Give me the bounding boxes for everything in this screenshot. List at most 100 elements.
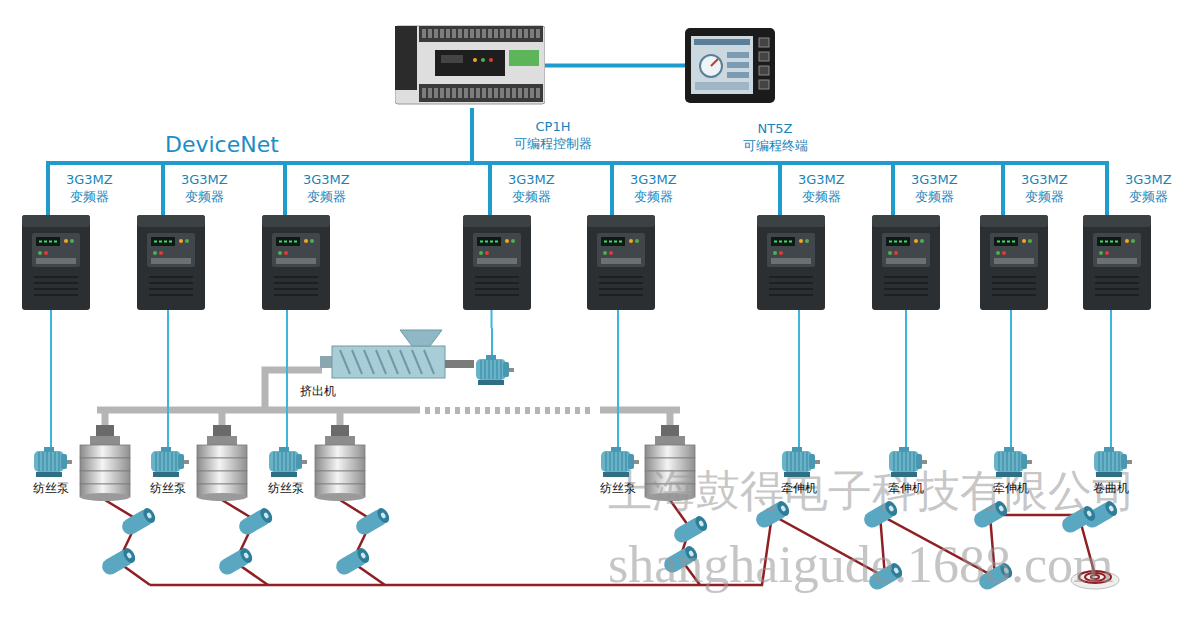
device-label: 变频器 xyxy=(303,188,350,205)
label-block: 3G3MZ变频器 xyxy=(66,171,113,205)
motor-node: 牵伸机 xyxy=(985,447,1037,496)
motor-node: 纺丝泵 xyxy=(260,447,312,496)
inverter-node: 3G3MZ变频器 xyxy=(980,215,1048,310)
label-block: 3G3MZ变频器 xyxy=(303,171,350,205)
model-label: 3G3MZ xyxy=(630,171,677,188)
terminal-icon xyxy=(685,28,775,103)
motor-icon xyxy=(1090,447,1132,477)
device-label: 变频器 xyxy=(1125,188,1172,205)
inverter-icon xyxy=(757,215,825,310)
device-label: 可编程控制器 xyxy=(514,135,592,152)
label-block: 3G3MZ变频器 xyxy=(798,171,845,205)
inverter-icon xyxy=(137,215,205,310)
network-cable xyxy=(48,108,472,215)
model-label: 3G3MZ xyxy=(508,171,555,188)
inverter-node: 3G3MZ变频器 xyxy=(22,215,90,310)
network-cable xyxy=(285,108,472,215)
motor-icon xyxy=(990,447,1032,477)
network-cable xyxy=(617,310,619,447)
device-label: 变频器 xyxy=(630,188,677,205)
inverter-icon xyxy=(22,215,90,310)
inverter-node: 3G3MZ变频器 xyxy=(262,215,330,310)
network-cable xyxy=(545,64,685,68)
model-label: 3G3MZ xyxy=(66,171,113,188)
model-label: 3G3MZ xyxy=(181,171,228,188)
inverter-node: 3G3MZ变频器 xyxy=(757,215,825,310)
label-block: 3G3MZ变频器 xyxy=(1125,171,1172,205)
label-block: 3G3MZ变频器 xyxy=(1021,171,1068,205)
machine-label: 牵伸机 xyxy=(888,481,924,496)
motor-node: 纺丝泵 xyxy=(25,447,77,496)
label-block: 挤出机 xyxy=(300,384,336,399)
plc-icon xyxy=(395,20,545,108)
model-label: 3G3MZ xyxy=(1125,171,1172,188)
label-block: 3G3MZ变频器 xyxy=(911,171,958,205)
network-cable xyxy=(1110,310,1112,447)
label-block: 3G3MZ变频器 xyxy=(181,171,228,205)
watermark: shanghaigude.1688.com xyxy=(608,535,1113,595)
plc-node: CP1H可编程控制器 xyxy=(395,20,545,108)
inverter-node: 3G3MZ变频器 xyxy=(463,215,531,310)
motor-node: 纺丝泵 xyxy=(592,447,644,496)
network-cable xyxy=(491,310,493,328)
motor-node: 牵伸机 xyxy=(773,447,825,496)
inverter-icon xyxy=(1083,215,1151,310)
inverter-node: 3G3MZ变频器 xyxy=(872,215,940,310)
network-cable xyxy=(798,310,800,447)
label-block: NT5Z可编程终端 xyxy=(743,120,808,154)
inverter-node: 3G3MZ变频器 xyxy=(1083,215,1151,310)
machine-label: 纺丝泵 xyxy=(150,481,186,496)
device-label: 变频器 xyxy=(911,188,958,205)
motor-icon xyxy=(597,447,639,477)
network-cable xyxy=(286,310,288,447)
device-label: 变频器 xyxy=(66,188,113,205)
network-cable xyxy=(167,310,169,447)
model-label: 3G3MZ xyxy=(1021,171,1068,188)
network-cable xyxy=(472,108,1107,215)
network-cable xyxy=(905,310,907,447)
machine-label: 纺丝泵 xyxy=(268,481,304,496)
machine-label: 纺丝泵 xyxy=(33,481,69,496)
device-label: 可编程终端 xyxy=(743,137,808,154)
model-label: 3G3MZ xyxy=(303,171,350,188)
machine-label: 纺丝泵 xyxy=(600,481,636,496)
inverter-icon xyxy=(872,215,940,310)
inverter-icon xyxy=(262,215,330,310)
motor-icon xyxy=(147,447,189,477)
model-label: 3G3MZ xyxy=(798,171,845,188)
network-cable xyxy=(163,108,472,215)
terminal-node: NT5Z可编程终端 xyxy=(685,28,775,103)
device-label: 变频器 xyxy=(798,188,845,205)
motor-icon xyxy=(778,447,820,477)
model-label: 3G3MZ xyxy=(911,171,958,188)
network-cable xyxy=(1010,310,1012,447)
extruder-icon xyxy=(300,328,520,390)
model-label: CP1H xyxy=(514,118,592,135)
device-label: 变频器 xyxy=(1021,188,1068,205)
motor-node: 牵伸机 xyxy=(880,447,932,496)
network-cable xyxy=(50,310,52,447)
machine-label: 牵伸机 xyxy=(993,481,1029,496)
machine-label: 牵伸机 xyxy=(781,481,817,496)
watermark: 上海鼓得电子科技有限公司 xyxy=(608,466,1136,517)
model-label: NT5Z xyxy=(743,120,808,137)
inverter-node: 3G3MZ变频器 xyxy=(137,215,205,310)
motor-node: 卷曲机 xyxy=(1085,447,1137,496)
inverter-icon xyxy=(980,215,1048,310)
inverter-icon xyxy=(587,215,655,310)
extruder-node: 挤出机 xyxy=(300,328,520,390)
label-block: CP1H可编程控制器 xyxy=(514,118,592,152)
label-block: 3G3MZ变频器 xyxy=(508,171,555,205)
motor-icon xyxy=(30,447,72,477)
inverter-icon xyxy=(463,215,531,310)
label-block: 3G3MZ变频器 xyxy=(630,171,677,205)
motor-icon xyxy=(885,447,927,477)
motor-node: 纺丝泵 xyxy=(142,447,194,496)
machine-label: 卷曲机 xyxy=(1093,481,1129,496)
bus-name: DeviceNet xyxy=(165,132,279,157)
motor-icon xyxy=(265,447,307,477)
inverter-node: 3G3MZ变频器 xyxy=(587,215,655,310)
machine-label: 挤出机 xyxy=(300,384,336,399)
